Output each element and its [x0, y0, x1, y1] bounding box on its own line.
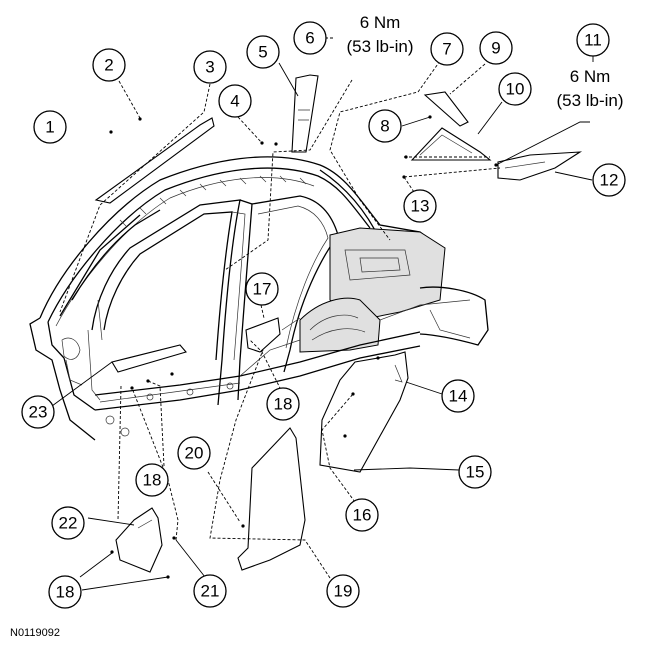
svg-text:11: 11: [584, 31, 602, 50]
torque-imperial: (53 lb-in): [556, 91, 623, 110]
svg-text:21: 21: [201, 582, 220, 601]
callout-12: 12: [592, 163, 626, 197]
svg-text:18: 18: [274, 395, 293, 414]
callout-16: 16: [345, 498, 379, 532]
svg-text:16: 16: [353, 506, 372, 525]
callout-11: 11: [576, 23, 610, 57]
torque-value: 6 Nm: [360, 13, 401, 32]
svg-text:1: 1: [45, 118, 54, 137]
callout-4: 4: [218, 84, 252, 118]
callout-23: 23: [21, 395, 55, 429]
front-scuff-plate-trim: [111, 344, 187, 373]
a-pillar-trim-panel: [94, 117, 215, 204]
svg-text:15: 15: [466, 463, 485, 482]
callout-1: 1: [33, 110, 67, 144]
callout-19: 19: [326, 574, 360, 608]
callout-18-scuff: 18: [135, 463, 169, 497]
callout-9: 9: [479, 31, 513, 65]
svg-text:6: 6: [305, 29, 314, 48]
callout-3: 3: [193, 50, 227, 84]
svg-text:22: 22: [59, 514, 78, 533]
vehicle-body-shell: [29, 156, 489, 441]
svg-text:18: 18: [56, 583, 75, 602]
callout-21: 21: [193, 574, 227, 608]
svg-text:13: 13: [411, 197, 430, 216]
svg-text:8: 8: [380, 117, 389, 136]
figure-reference-id: N0119092: [10, 627, 60, 639]
cowl-side-trim-panel: [115, 507, 163, 573]
leader-lines: [51, 37, 594, 591]
svg-text:3: 3: [205, 58, 214, 77]
callout-7: 7: [430, 32, 464, 66]
torque-value: 6 Nm: [570, 67, 611, 86]
callout-6: 6: [293, 21, 327, 55]
rear-package-trim-panel: [497, 151, 583, 181]
callout-10: 10: [498, 72, 532, 106]
callout-18-b-pillar: 18: [266, 387, 300, 421]
callout-17: 17: [245, 272, 279, 306]
torque-imperial: (53 lb-in): [346, 37, 413, 56]
svg-text:19: 19: [334, 582, 353, 601]
svg-text:12: 12: [600, 171, 619, 190]
callout-14: 14: [441, 379, 475, 413]
svg-text:2: 2: [104, 56, 113, 75]
torque-spec-6: 6 Nm (53 lb-in): [346, 13, 413, 56]
torque-spec-11: 6 Nm (53 lb-in): [556, 67, 623, 110]
rear-quarter-lower-trim-panel: [319, 351, 409, 473]
svg-text:10: 10: [506, 80, 525, 99]
svg-text:14: 14: [449, 387, 468, 406]
svg-text:5: 5: [258, 43, 267, 62]
callout-15: 15: [458, 455, 492, 489]
callout-2: 2: [92, 48, 126, 82]
svg-text:18: 18: [143, 471, 162, 490]
callout-13: 13: [403, 189, 437, 223]
callout-5: 5: [246, 35, 280, 69]
quarter-window-upper-trim: [423, 91, 469, 127]
callout-22: 22: [51, 506, 85, 540]
b-pillar-lower-trim-panel: [245, 317, 281, 353]
callout-18-cowl: 18: [48, 575, 82, 609]
fastener-markers: [109, 115, 498, 579]
svg-text:17: 17: [253, 280, 272, 299]
c-pillar-lower-trim-panel: [237, 427, 306, 571]
callout-8: 8: [368, 109, 402, 143]
svg-text:20: 20: [185, 444, 204, 463]
callout-20: 20: [177, 436, 211, 470]
svg-text:9: 9: [491, 39, 500, 58]
quarter-upper-trim-panel: [410, 127, 492, 161]
svg-text:4: 4: [230, 92, 239, 111]
svg-text:23: 23: [29, 403, 48, 422]
b-pillar-upper-trim-panel: [291, 74, 319, 153]
svg-text:7: 7: [442, 40, 451, 59]
